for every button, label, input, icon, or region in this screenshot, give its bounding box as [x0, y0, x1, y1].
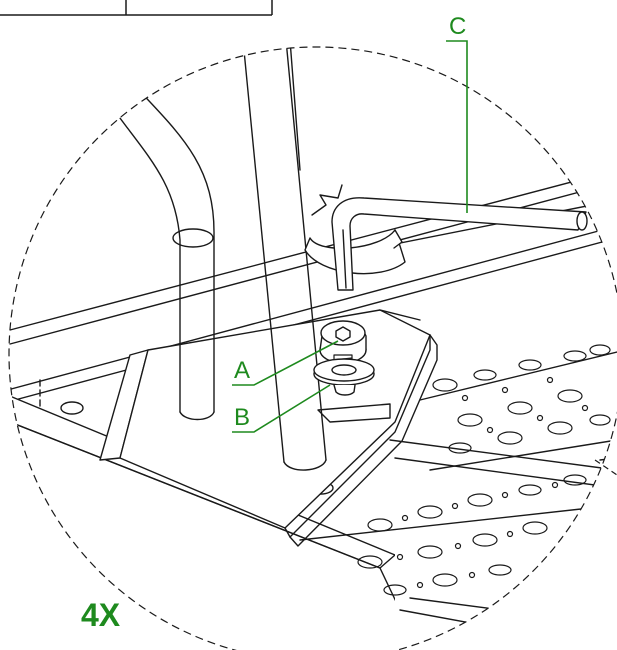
- quantity-label: 4X: [81, 597, 121, 633]
- callout-b-leader: [232, 384, 331, 433]
- bracket-plate: [99, 309, 438, 547]
- tube-clamp: [304, 184, 406, 275]
- hex-key: [331, 197, 588, 291]
- callout-a-label: A: [234, 357, 250, 384]
- panel-holes: [357, 344, 611, 596]
- detail-extension-line: [594, 459, 617, 476]
- callout-a-leader: [232, 340, 339, 386]
- detail-boundary: [8, 46, 617, 650]
- title-block-fragment: [0, 0, 273, 16]
- callout-b-label: B: [234, 404, 250, 431]
- callout-c-leader: [446, 40, 468, 213]
- callout-c-label: C: [449, 13, 466, 40]
- washer: [313, 358, 375, 396]
